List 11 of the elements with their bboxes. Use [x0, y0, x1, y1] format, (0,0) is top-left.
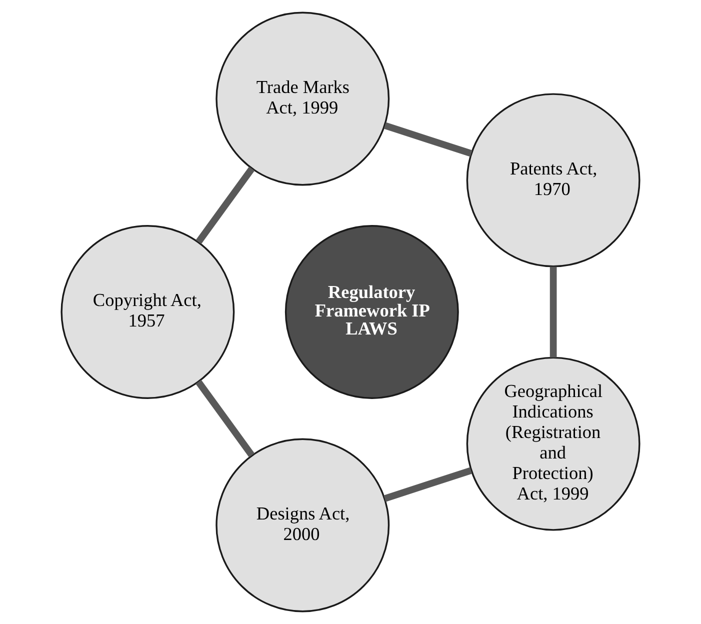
node-circle: Regulatory Framework IP LAWS [284, 225, 459, 399]
connector [550, 266, 557, 358]
node-circle: Copyright Act, 1957 [60, 225, 235, 399]
connector [196, 380, 255, 458]
node-circle: Designs Act, 2000 [216, 438, 390, 612]
connector [384, 122, 472, 157]
connector [384, 467, 472, 502]
connector [196, 166, 255, 244]
node-circle: Trade Marks Act, 1999 [216, 12, 390, 186]
node-circle: Geographical Indications (Registration and Protection) Act, 1999 [466, 356, 640, 531]
node-circle: Patents Act, 1970 [466, 93, 640, 268]
